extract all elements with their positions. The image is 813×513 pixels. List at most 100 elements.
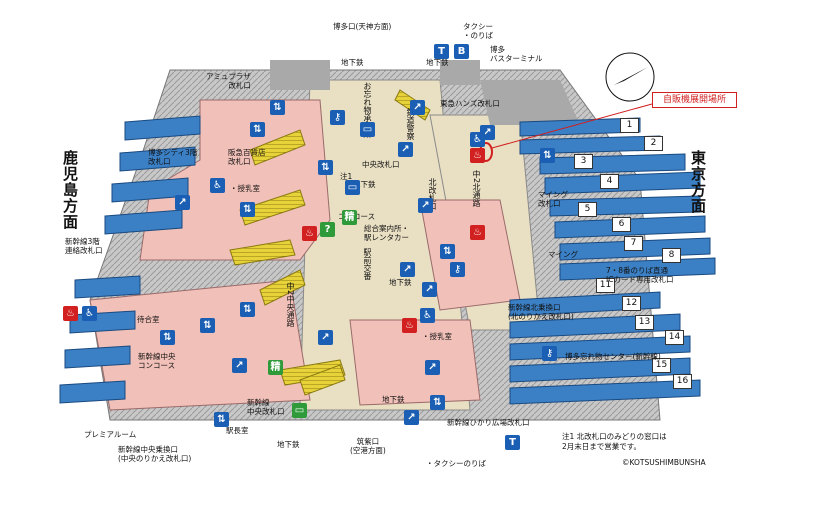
elevator-icon: ⇅ xyxy=(160,330,175,345)
ticket-office-icon: 精 xyxy=(268,360,283,375)
escalator-icon: ↗ xyxy=(425,360,440,375)
elevator-icon: ⇅ xyxy=(440,244,455,259)
compass-icon xyxy=(605,52,655,102)
station-police-box-label: 駅前交番 xyxy=(363,248,372,280)
escalator-icon: ↗ xyxy=(400,262,415,277)
escalator-icon: ↗ xyxy=(398,142,413,157)
shinkansen-north-transfer-label: 新幹線北乗換口 (北のりかえ改札口) xyxy=(508,303,574,321)
callout-leader-line xyxy=(491,103,653,149)
escalator-icon: ↗ xyxy=(418,198,433,213)
railway-police-label: 鉄道警察 xyxy=(406,108,415,140)
station-master-label: 駅長室 xyxy=(226,426,249,435)
track-8: 8 xyxy=(662,248,681,263)
shinkansen-concourse-pink xyxy=(89,279,311,411)
lost-items-center-label: 博多忘れ物センター(新幹線) xyxy=(565,352,661,361)
key-icon: ⚷ xyxy=(542,346,557,361)
elevator-icon: ⇅ xyxy=(250,122,265,137)
ming-label: マイング xyxy=(548,250,578,259)
hakata-city-gate-label: 博多シティ3階 改札口 xyxy=(148,148,198,166)
ticket-icon: ▭ xyxy=(360,122,375,137)
subway-label: 地下鉄 xyxy=(382,395,405,404)
elevator-icon: ⇅ xyxy=(270,100,285,115)
track-16: 16 xyxy=(673,374,692,389)
elevator-icon: ⇅ xyxy=(214,412,229,427)
track-5: 5 xyxy=(578,202,597,217)
subway-label: 地下鉄 xyxy=(341,58,364,67)
top-block-3 xyxy=(480,80,580,125)
track-7: 7 xyxy=(624,236,643,251)
track-14: 14 xyxy=(665,330,684,345)
track-13: 13 xyxy=(635,315,654,330)
note1-marker: 注1 xyxy=(340,172,353,181)
track-4: 4 xyxy=(600,174,619,189)
key-icon: ⚷ xyxy=(330,110,345,125)
hakata-exit-label: 博多口(天神方面) xyxy=(333,22,392,31)
ming-gate-label: マイング 改札口 xyxy=(538,190,568,208)
elevator-icon: ⇅ xyxy=(318,160,333,175)
track-1: 1 xyxy=(620,118,639,133)
copyright: ©KOTSUSHIMBUNSHA xyxy=(622,458,706,467)
top-block-1 xyxy=(270,60,330,90)
wheelchair-icon: ♿ xyxy=(420,308,435,323)
rental-car-label: 総合案内所・ 駅レンタカー xyxy=(364,224,409,242)
info-icon: ? xyxy=(320,222,335,237)
escalator-icon: ↗ xyxy=(318,330,333,345)
footnote: 注1 北改札口のみどりの窓口は 2月末日まで営業です。 xyxy=(562,432,667,451)
wheelchair-icon: ♿ xyxy=(210,178,225,193)
wheelchair-icon: ♿ xyxy=(82,306,97,321)
shinkansen-central-gate-label: 新幹線 中央改札口 xyxy=(247,398,285,416)
elevator-icon: ⇅ xyxy=(200,318,215,333)
subway-label: 地下鉄 xyxy=(277,440,300,449)
toilet-icon: ♨ xyxy=(402,318,417,333)
hankyu-gate-label: 阪急百貨店 改札口 xyxy=(228,148,266,166)
tokyu-hands-gate-label: 東急ハンズ改札口 xyxy=(440,99,500,108)
track-12: 12 xyxy=(622,296,641,311)
west-platforms xyxy=(59,115,201,404)
nursing-room-label: ・授乳室 xyxy=(230,184,260,193)
elevator-icon: ⇅ xyxy=(240,202,255,217)
vending-callout: 自販機展開場所 xyxy=(652,92,737,108)
escalator-icon: ↗ xyxy=(404,410,419,425)
bus-icon: B xyxy=(454,44,469,59)
direction-tokyo: 東京方面 xyxy=(689,150,707,214)
lost-and-found-label: お忘れ物承り所 xyxy=(363,82,372,138)
ticket-icon: ▭ xyxy=(345,180,360,195)
taxi-icon: T xyxy=(505,435,520,450)
escalator-icon: ↗ xyxy=(410,100,425,115)
ticket-office-icon: 精 xyxy=(342,210,357,225)
elevator-icon: ⇅ xyxy=(430,395,445,410)
premier-room-label: プレミアルーム xyxy=(84,430,137,439)
top-block-2 xyxy=(440,60,480,85)
subway-label: 地下鉄 xyxy=(389,278,412,287)
north-gate-label: 北改札口 xyxy=(428,178,437,210)
track-2: 2 xyxy=(644,136,663,151)
central-corridor-label: 中2中央通路 xyxy=(286,282,295,328)
elevator-icon: ⇅ xyxy=(540,148,555,163)
track-3: 3 xyxy=(574,154,593,169)
amu-plaza-gate-label: アミュプラザ 改札口 xyxy=(206,72,251,90)
wheelchair-icon: ♿ xyxy=(470,132,485,147)
shinkansen-connect-gate-label: 新幹線3階 連絡改札口 xyxy=(65,237,103,255)
escalator-icon: ↗ xyxy=(175,195,190,210)
shinkansen-central-transfer-label: 新幹線中央乗換口 (中央のりかえ改札口) xyxy=(118,445,192,463)
hikari-plaza-gate-label: 新幹線ひかり広場改札口 xyxy=(447,418,530,427)
chikushi-exit-label: 筑紫口 (空港方面) xyxy=(350,437,386,455)
central-gate-label: 中央改札口 xyxy=(362,160,400,169)
bus-terminal-label: 博多 バスターミナル xyxy=(490,45,543,63)
taxi-icon: T xyxy=(434,44,449,59)
toilet-icon: ♨ xyxy=(470,148,485,163)
direction-kagoshima: 鹿児島方面 xyxy=(61,150,79,230)
key-icon: ⚷ xyxy=(450,262,465,277)
track-11: 11 xyxy=(596,278,615,293)
escalator-icon: ↗ xyxy=(422,282,437,297)
track-15: 15 xyxy=(652,358,671,373)
ticket-icon: ▭ xyxy=(292,403,307,418)
escalator-icon: ↗ xyxy=(232,358,247,373)
track-6: 6 xyxy=(612,217,631,232)
taxi-top-label: タクシー ・のりば xyxy=(463,22,493,40)
taxi-bottom-label: ・タクシーのりば xyxy=(426,459,486,468)
toilet-icon: ♨ xyxy=(302,226,317,241)
toilet-icon: ♨ xyxy=(470,225,485,240)
